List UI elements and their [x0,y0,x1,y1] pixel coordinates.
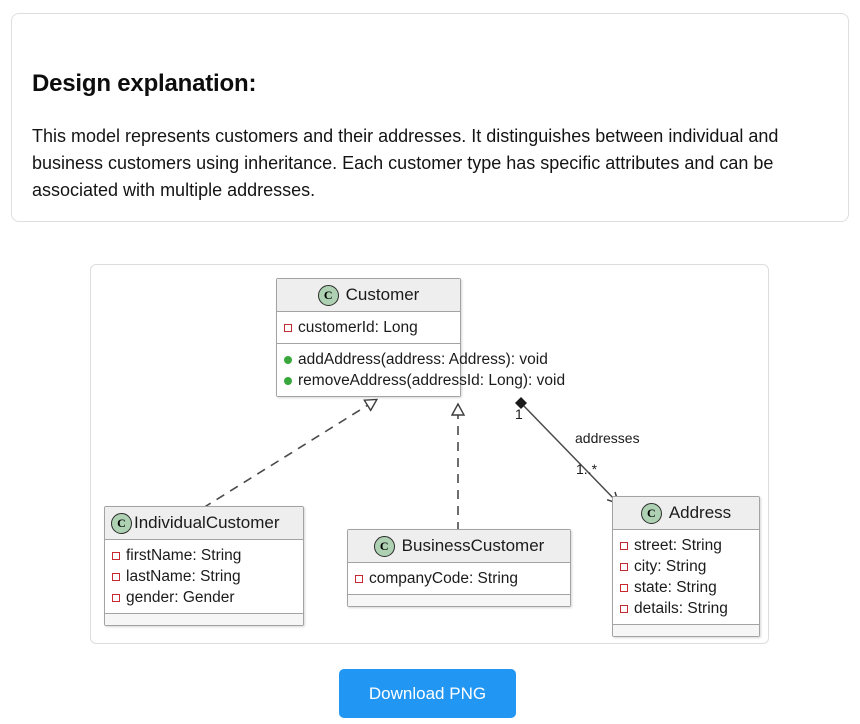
uml-method-row: addAddress(address: Address): void [284,349,548,370]
uml-class-name: Address [668,503,732,522]
uml-class-header: C Customer [277,279,460,312]
edge-individual-to-customer [202,400,376,509]
private-field-icon [112,551,120,560]
class-stereotype-icon: C [111,512,132,534]
uml-class-name: IndividualCustomer [134,513,280,532]
uml-diagram-canvas: Address (solid, filled diamond + open ar… [91,265,770,645]
private-field-icon [284,323,292,332]
public-method-icon [284,376,292,385]
uml-attribute-row: street: String [620,535,751,556]
uml-class-header: C Address [613,497,759,530]
uml-attribute-row: gender: Gender [112,587,295,608]
page-title: Design explanation: [32,70,257,98]
private-field-icon [112,593,120,602]
edge-customer-to-address [515,397,618,503]
download-png-button[interactable]: Download PNG [339,669,516,718]
design-explanation-panel: Design explanation: This model represent… [11,13,849,222]
uml-attribute-row: firstName: String [112,545,295,566]
explanation-text: This model represents customers and thei… [32,126,779,200]
edge-label-source-multiplicity: 1 [515,406,523,422]
uml-attribute-row: lastName: String [112,566,295,587]
uml-attributes-compartment: customerId: Long [277,312,460,344]
uml-class-address[interactable]: C Address street: String city: String st… [612,496,760,637]
uml-method-label: removeAddress(addressId: Long): void [298,372,566,389]
uml-attribute-row: companyCode: String [355,568,562,589]
uml-attribute-label: lastName: String [126,568,241,585]
uml-methods-compartment-empty [348,595,570,606]
uml-class-business-customer[interactable]: C BusinessCustomer companyCode: String [347,529,571,607]
uml-attribute-label: firstName: String [126,547,242,564]
uml-methods-compartment-empty [105,614,303,625]
edge-label-target-multiplicity: 1..* [576,461,598,477]
private-field-icon [620,541,628,550]
uml-methods-compartment-empty [613,625,759,636]
uml-attribute-label: state: String [634,579,717,596]
edge-label-role-name: addresses [575,430,640,446]
uml-attributes-compartment: street: String city: String state: Strin… [613,530,759,625]
private-field-icon [620,562,628,571]
uml-attribute-row: city: String [620,556,751,577]
uml-class-header: C IndividualCustomer [105,507,303,540]
uml-attributes-compartment: companyCode: String [348,563,570,595]
uml-attribute-label: companyCode: String [369,570,519,587]
private-field-icon [620,583,628,592]
uml-method-row: removeAddress(addressId: Long): void [284,370,565,391]
uml-method-label: addAddress(address: Address): void [298,351,548,368]
uml-attribute-label: city: String [634,558,707,575]
uml-attribute-label: details: String [634,600,728,617]
uml-attribute-row: state: String [620,577,751,598]
uml-attribute-label: customerId: Long [298,319,418,336]
private-field-icon [620,604,628,613]
uml-attribute-row: customerId: Long [284,317,452,338]
private-field-icon [355,574,363,583]
class-stereotype-icon: C [640,502,662,524]
private-field-icon [112,572,120,581]
uml-attributes-compartment: firstName: String lastName: String gende… [105,540,303,614]
uml-attribute-label: gender: Gender [126,589,235,606]
class-stereotype-icon: C [317,284,339,306]
uml-class-name: BusinessCustomer [401,536,545,555]
uml-methods-compartment: addAddress(address: Address): void remov… [277,344,565,396]
uml-class-customer[interactable]: C Customer customerId: Long addAddress(a… [276,278,565,397]
uml-attribute-label: street: String [634,537,722,554]
uml-attribute-row: details: String [620,598,751,619]
public-method-icon [284,355,292,364]
class-stereotype-icon: C [373,535,395,557]
uml-class-header: C BusinessCustomer [348,530,570,563]
uml-diagram-container[interactable]: Address (solid, filled diamond + open ar… [90,264,769,644]
uml-class-name: Customer [345,285,420,304]
uml-class-individual-customer[interactable]: C IndividualCustomer firstName: String l… [104,506,304,626]
